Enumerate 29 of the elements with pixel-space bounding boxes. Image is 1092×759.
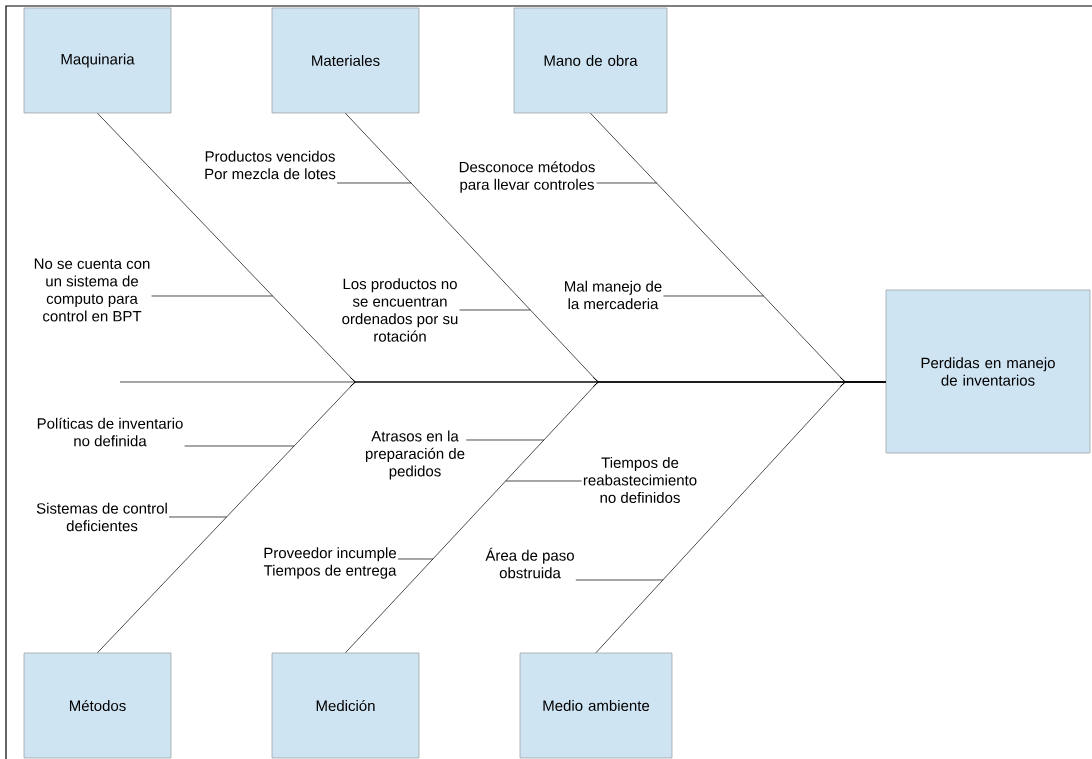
- cause-text: Proveedor incumple Tiempos de entrega: [263, 547, 397, 579]
- leader-line: [575, 579, 664, 581]
- cause-text: Atrasos en la preparación de pedidos: [365, 430, 465, 480]
- category-box: Medio ambiente: [519, 652, 673, 759]
- leader-line: [397, 558, 434, 560]
- cause-text: Área de paso obstruida: [485, 547, 574, 579]
- category-box: Mano de obra: [513, 7, 668, 114]
- category-box: Materiales: [271, 7, 420, 114]
- leader-line: [465, 439, 545, 441]
- leader-line: [505, 480, 583, 482]
- cause-text: Políticas de inventario no definida: [37, 417, 183, 447]
- leader-line: [663, 295, 764, 297]
- leader-line: [151, 295, 274, 297]
- category-box: Maquinaria: [23, 7, 172, 114]
- leader-line: [596, 182, 658, 184]
- cause-text: Mal manejo de la mercaderia: [565, 280, 662, 310]
- cause-text: No se cuenta con un sistema de computo para control en BPT: [34, 258, 150, 322]
- cause-text: Desconoce métodos para llevar controles: [459, 161, 595, 193]
- cause-text: Tiempos de reabastecimiento no definidos: [583, 457, 697, 503]
- leader-line: [184, 445, 295, 447]
- leader-line: [459, 309, 531, 311]
- leader-line: [336, 182, 412, 184]
- category-box: Medición: [271, 652, 420, 759]
- leader-line: [168, 516, 228, 518]
- cause-text: Sistemas de control deficientes: [36, 502, 167, 532]
- cause-text: Productos vencidos Por mezcla de lotes: [205, 150, 336, 180]
- effect-box: Perdidas en manejo de inventarios: [885, 289, 1091, 454]
- category-box: Métodos: [23, 652, 172, 759]
- cause-text: Los productos no se encuentran ordenados por su rotación: [342, 278, 458, 342]
